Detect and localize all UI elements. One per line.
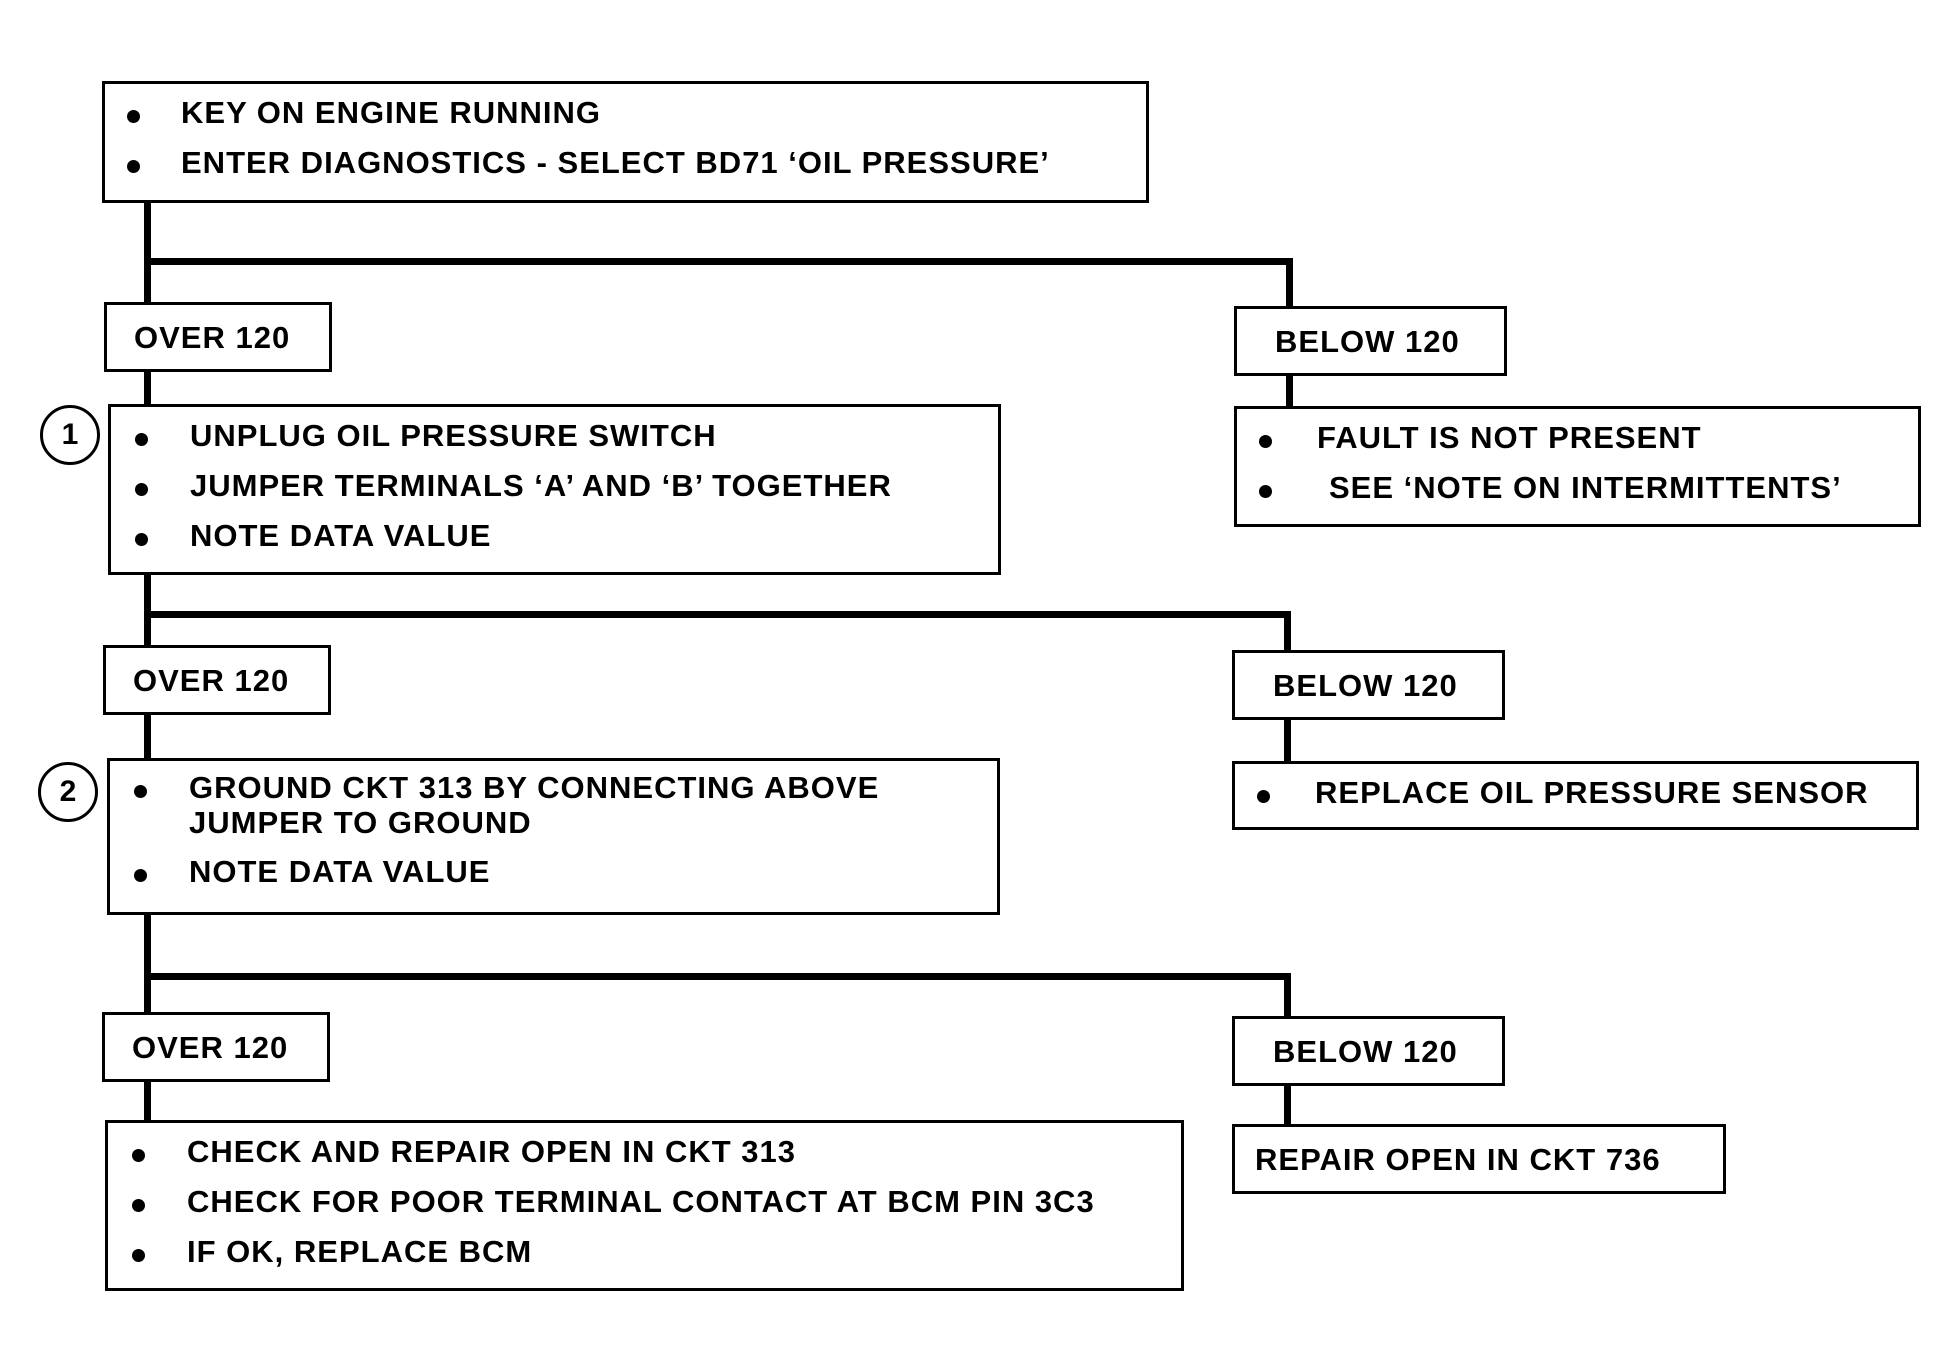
start-line-1: KEY ON ENGINE RUNNING (181, 95, 602, 130)
step-1-line-3: NOTE DATA VALUE (190, 518, 492, 553)
branch-2-horizontal (144, 611, 1291, 618)
branch-3-down-right (1284, 973, 1291, 1019)
below-120-label-3: BELOW 120 (1273, 1034, 1458, 1069)
step-1-line-1: UNPLUG OIL PRESSURE SWITCH (190, 418, 717, 453)
below-120-box-2: BELOW 120 (1232, 650, 1505, 720)
trunk-over-1-to-step-1 (144, 368, 151, 406)
start-line-2: ENTER DIAGNOSTICS - SELECT BD71 ‘OIL PRE… (181, 145, 1050, 180)
final-line-1: CHECK AND REPAIR OPEN IN CKT 313 (187, 1134, 797, 1169)
start-box: KEY ON ENGINE RUNNING ENTER DIAGNOSTICS … (102, 81, 1149, 203)
step-1-line-2: JUMPER TERMINALS ‘A’ AND ‘B’ TOGETHER (190, 468, 892, 503)
bullet-icon (134, 869, 147, 882)
bullet-icon (1259, 435, 1272, 448)
fault-line-1: FAULT IS NOT PRESENT (1317, 420, 1702, 455)
bullet-icon (135, 533, 148, 546)
step-1-box: UNPLUG OIL PRESSURE SWITCH JUMPER TERMIN… (108, 404, 1001, 575)
bullet-icon (134, 785, 147, 798)
bullet-icon (132, 1249, 145, 1262)
fault-not-present-box: FAULT IS NOT PRESENT SEE ‘NOTE ON INTERM… (1234, 406, 1921, 527)
branch-3-horizontal (144, 973, 1291, 980)
trunk-over-3-to-final (144, 1078, 151, 1124)
fault-line-2: SEE ‘NOTE ON INTERMITTENTS’ (1329, 470, 1842, 505)
trunk-step-2-to-over-3 (144, 912, 151, 1016)
bullet-icon (127, 110, 140, 123)
step-2-box: GROUND CKT 313 BY CONNECTING ABOVE JUMPE… (107, 758, 1000, 915)
below-120-label-2: BELOW 120 (1273, 668, 1458, 703)
final-action-box: CHECK AND REPAIR OPEN IN CKT 313 CHECK F… (105, 1120, 1184, 1291)
bullet-icon (1259, 485, 1272, 498)
trunk-below-1-to-fault (1286, 372, 1293, 410)
over-120-box-3: OVER 120 (102, 1012, 330, 1082)
below-120-box-1: BELOW 120 (1234, 306, 1507, 376)
below-120-box-3: BELOW 120 (1232, 1016, 1505, 1086)
trunk-over-2-to-step-2 (144, 712, 151, 760)
over-120-label-3: OVER 120 (132, 1030, 289, 1065)
step-2-line-1: GROUND CKT 313 BY CONNECTING ABOVE (189, 770, 880, 805)
step-2-line-2: JUMPER TO GROUND (189, 805, 532, 840)
repair-ckt-736-box: REPAIR OPEN IN CKT 736 (1232, 1124, 1726, 1194)
over-120-label-2: OVER 120 (133, 663, 290, 698)
bullet-icon (135, 433, 148, 446)
branch-2-down-right (1284, 611, 1291, 653)
trunk-below-3-to-repair (1284, 1082, 1291, 1124)
bullet-icon (132, 1199, 145, 1212)
step-2-line-3: NOTE DATA VALUE (189, 854, 491, 889)
final-line-2: CHECK FOR POOR TERMINAL CONTACT AT BCM P… (187, 1184, 1095, 1219)
branch-1-horizontal (144, 258, 1293, 265)
bullet-icon (1257, 790, 1270, 803)
over-120-box-2: OVER 120 (103, 645, 331, 715)
over-120-box-1: OVER 120 (104, 302, 332, 372)
branch-1-down-right (1286, 258, 1293, 308)
replace-sensor-box: REPLACE OIL PRESSURE SENSOR (1232, 761, 1919, 830)
step-number-2-circle: 2 (38, 762, 98, 822)
bullet-icon (127, 160, 140, 173)
trunk-below-2-to-replace (1284, 716, 1291, 764)
trunk-step-1-to-over-2 (144, 572, 151, 648)
over-120-label-1: OVER 120 (134, 320, 291, 355)
repair-ckt-736-text: REPAIR OPEN IN CKT 736 (1255, 1142, 1661, 1177)
below-120-label-1: BELOW 120 (1275, 324, 1460, 359)
trunk-start-to-over-1 (144, 200, 151, 304)
final-line-3: IF OK, REPLACE BCM (187, 1234, 533, 1269)
step-number-1-circle: 1 (40, 405, 100, 465)
bullet-icon (135, 483, 148, 496)
replace-sensor-line: REPLACE OIL PRESSURE SENSOR (1315, 775, 1869, 810)
bullet-icon (132, 1149, 145, 1162)
